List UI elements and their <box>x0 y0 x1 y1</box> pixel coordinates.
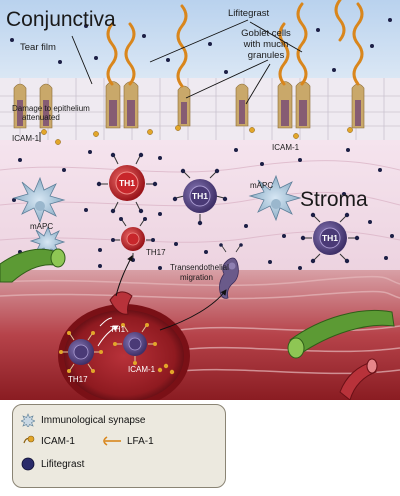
lifitegrast-dot <box>12 198 16 202</box>
lifitegrast-dot <box>58 60 62 64</box>
callout-lines <box>39 19 303 142</box>
lifitegrast-dot <box>268 260 272 264</box>
lifitegrast-mechanism-diagram: TH1 TH1 TH1 <box>0 0 400 400</box>
lifitegrast-dot <box>204 250 208 254</box>
legend-row-synapse: Immunological synapse <box>21 413 146 427</box>
lifitegrast-dot <box>10 38 14 42</box>
transendothelial-label-2: migration <box>180 273 213 282</box>
icam1-markers <box>41 125 353 145</box>
icam1-vessel-markers <box>157 363 175 375</box>
legend-row-icam: ICAM-1 <box>21 435 75 447</box>
lifitegrast-dot <box>158 212 162 216</box>
lifitegrast-dot <box>174 242 178 246</box>
icam1-icon <box>23 435 35 444</box>
lifitegrast-dot <box>224 70 228 74</box>
lifitegrast-dot <box>84 208 88 212</box>
icam1-label-left: ICAM-1 <box>12 134 40 143</box>
synapse-icon <box>21 413 35 427</box>
legend-lifitegrast-label: Lifitegrast <box>41 458 85 470</box>
epithelium-layer <box>0 78 400 140</box>
migration-arrows <box>97 255 227 347</box>
legend-icam-label: ICAM-1 <box>41 435 75 447</box>
goblet-cells-label-3: granules <box>248 50 285 61</box>
mucin-strands <box>106 0 364 88</box>
legend-synapse-label: Immunological synapse <box>41 414 146 426</box>
th1-cell-vessel <box>113 323 157 365</box>
red-vessel-branch <box>339 358 378 400</box>
lifitegrast-dot <box>88 150 92 154</box>
conjunctiva-title: Conjunctiva <box>6 8 116 31</box>
legend-row-lifitegrast: Lifitegrast <box>21 457 84 471</box>
th1-vessel-label: TH1 <box>110 325 126 334</box>
goblet-cells-label-1: Goblet cells <box>241 28 291 39</box>
lifitegrast-dot <box>98 264 102 268</box>
th1-label-red: TH1 <box>119 178 135 188</box>
lifitegrast-dot <box>346 148 350 152</box>
lfa1-icon <box>103 436 121 446</box>
lifitegrast-dot <box>234 148 238 152</box>
lifitegrast-dot <box>244 224 248 228</box>
mapc-label-left: mAPC <box>30 222 53 231</box>
lifitegrast-dot <box>158 266 162 270</box>
th1-label-center: TH1 <box>192 191 208 201</box>
lifitegrast-dot <box>18 158 22 162</box>
th17-cell-vessel <box>59 331 103 373</box>
mapc-cell-right <box>248 174 302 222</box>
damage-label-2: attenuated <box>22 113 60 122</box>
lifitegrast-label: Lifitegrast <box>228 8 270 19</box>
th17-cell-stroma <box>111 217 155 262</box>
lifitegrast-dot <box>388 18 392 22</box>
legend-row-lfa: LFA-1 <box>99 435 154 447</box>
green-vessels <box>0 248 395 359</box>
transmigrating-cell <box>219 243 243 299</box>
lifitegrast-dot <box>208 42 212 46</box>
damage-label-1: Damage to epithelium <box>12 104 90 113</box>
mapc-label-right: mAPC <box>250 181 273 190</box>
goblet-cells <box>13 81 365 129</box>
stroma-fibers <box>0 160 400 243</box>
lifitegrast-dot <box>62 168 66 172</box>
lifitegrast-dot <box>158 156 162 160</box>
th1-cell-purple-right <box>300 212 360 264</box>
lifitegrast-dot <box>390 234 394 238</box>
lifitegrast-dot <box>84 24 88 28</box>
th1-label-right: TH1 <box>322 233 338 243</box>
lifitegrast-dot <box>298 158 302 162</box>
lifitegrast-dot <box>94 56 98 60</box>
lifitegrast-dot <box>298 266 302 270</box>
th17-label: TH17 <box>146 248 166 257</box>
lifitegrast-dot <box>98 248 102 252</box>
legend-lfa-label: LFA-1 <box>127 435 154 447</box>
lifitegrast-dot <box>166 58 170 62</box>
icam1-vessel-label: ICAM-1 <box>128 365 156 374</box>
lifitegrast-dot <box>342 192 346 196</box>
lifitegrast-icon <box>21 457 35 471</box>
mapc-cell-left <box>12 176 66 224</box>
lifitegrast-dot <box>368 220 372 224</box>
lifitegrast-dot <box>370 44 374 48</box>
transendothelial-label-1: Transendothelial <box>170 263 229 272</box>
lifitegrast-dot <box>260 162 264 166</box>
lifitegrast-dot <box>142 34 146 38</box>
stroma-label: Stroma <box>300 188 368 211</box>
lifitegrast-dot <box>384 256 388 260</box>
th17-vessel-label: TH17 <box>68 375 88 384</box>
lifitegrast-dot <box>332 68 336 72</box>
icam1-label-right: ICAM-1 <box>272 143 300 152</box>
th1-cell-purple-center <box>172 168 228 226</box>
deep-tissue-layer <box>0 270 400 400</box>
lifitegrast-dot <box>378 168 382 172</box>
goblet-cells-label-2: with mucin <box>243 39 289 50</box>
legend-box: Immunological synapse ICAM-1 LFA-1 Lifit… <box>12 404 226 488</box>
lifitegrast-molecules <box>10 18 394 270</box>
th1-cell-red <box>96 152 158 214</box>
lifitegrast-dot <box>316 28 320 32</box>
lifitegrast-dot <box>282 234 286 238</box>
tear-film-label: Tear film <box>20 42 56 53</box>
